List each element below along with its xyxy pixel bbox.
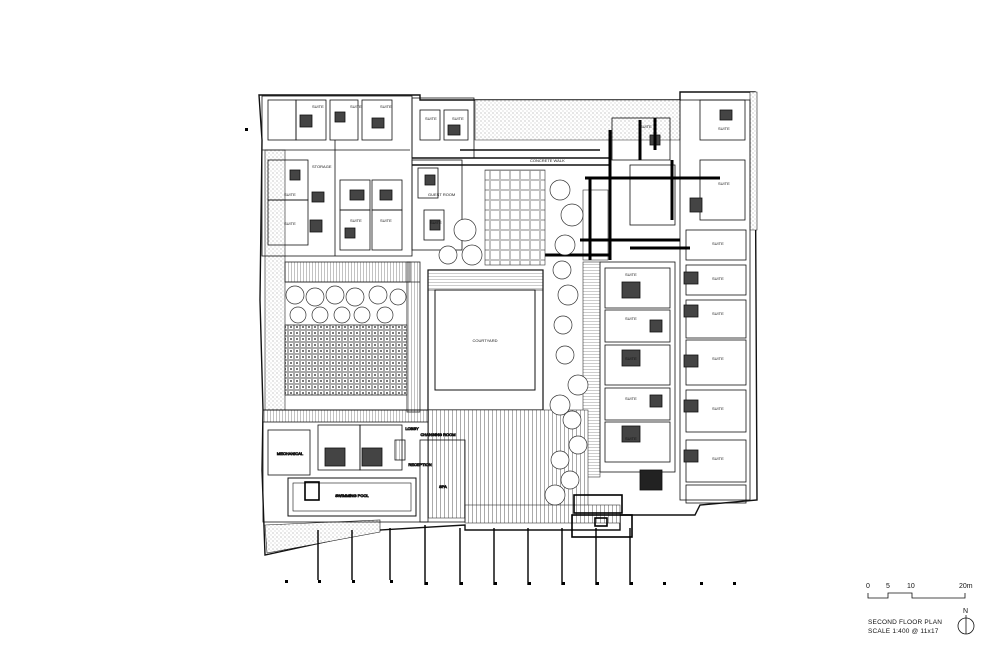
east-suites-column xyxy=(611,99,751,504)
svg-text:SUITE: SUITE xyxy=(380,104,392,109)
svg-text:SUITE: SUITE xyxy=(712,241,724,246)
svg-text:SUITE: SUITE xyxy=(712,356,724,361)
svg-text:SUITE: SUITE xyxy=(712,276,724,281)
landscape-planting xyxy=(264,91,758,554)
north-label: N xyxy=(963,608,968,615)
lobby-label: LOBBY xyxy=(405,426,419,431)
svg-text:SUITE: SUITE xyxy=(350,218,362,223)
west-garden xyxy=(284,261,421,413)
pool-label: SWIMMING POOL xyxy=(335,493,369,498)
changing-room-label: CHANGING ROOM xyxy=(420,432,455,437)
svg-text:SUITE: SUITE xyxy=(625,316,637,321)
grid-markers xyxy=(245,128,736,585)
south-piles xyxy=(317,525,631,585)
south-entry xyxy=(571,494,633,538)
svg-text:SUITE: SUITE xyxy=(640,124,652,129)
structural-walls xyxy=(520,118,720,260)
courtyard: COURTYARD xyxy=(427,269,544,411)
spa-pool-block: MECHANICAL SWIMMING POOL SPA CHANGING RO… xyxy=(262,409,466,523)
northwest-suites-block xyxy=(261,95,413,257)
svg-text:SUITE: SUITE xyxy=(380,218,392,223)
mechanical-label: MECHANICAL xyxy=(277,451,304,456)
paved-forecourt xyxy=(484,169,546,266)
svg-text:SUITE: SUITE xyxy=(712,406,724,411)
svg-text:SUITE: SUITE xyxy=(625,272,637,277)
svg-text:SUITE: SUITE xyxy=(625,436,637,441)
svg-text:SUITE: SUITE xyxy=(712,311,724,316)
north-corridor xyxy=(412,149,610,166)
scale-tick-10: 10 xyxy=(907,583,915,590)
svg-text:CONCRETE WALK: CONCRETE WALK xyxy=(530,158,565,163)
svg-text:SUITE: SUITE xyxy=(712,456,724,461)
scale-tick-0: 0 xyxy=(866,583,870,590)
svg-text:SUITE: SUITE xyxy=(718,126,730,131)
svg-text:SUITE: SUITE xyxy=(284,192,296,197)
spa-label: SPA xyxy=(439,484,447,489)
svg-text:SUITE: SUITE xyxy=(625,396,637,401)
svg-text:SUITE: SUITE xyxy=(430,220,442,225)
plan-scale-note: SCALE 1:400 @ 11x17 xyxy=(868,628,939,635)
svg-text:SUITE: SUITE xyxy=(425,116,437,121)
svg-text:SUITE: SUITE xyxy=(718,181,730,186)
drawing-title: SECOND FLOOR PLAN SCALE 1:400 @ 11x17 xyxy=(868,619,942,635)
svg-text:SUITE: SUITE xyxy=(452,116,464,121)
north-arrow: N xyxy=(957,608,975,635)
svg-text:GUEST ROOM: GUEST ROOM xyxy=(428,192,455,197)
plan-title: SECOND FLOOR PLAN xyxy=(868,619,942,626)
middle-east-suites xyxy=(599,261,676,491)
reception-label: RECEPTION xyxy=(408,462,431,467)
scale-bar: 0 5 10 20m xyxy=(866,583,973,599)
scale-tick-5: 5 xyxy=(886,583,890,590)
courtyard-label: COURTYARD xyxy=(473,338,498,343)
scale-tick-20m: 20m xyxy=(959,583,973,590)
svg-text:STORAGE: STORAGE xyxy=(312,164,332,169)
svg-text:SUITE: SUITE xyxy=(284,221,296,226)
svg-text:SUITE: SUITE xyxy=(625,356,637,361)
svg-text:SUITE: SUITE xyxy=(312,104,324,109)
north-center-suites xyxy=(411,97,475,251)
svg-text:SUITE: SUITE xyxy=(350,104,362,109)
room-labels: SUITE SUITE SUITE SUITE SUITE SUITE SUIT… xyxy=(284,104,730,461)
trees xyxy=(285,179,589,506)
